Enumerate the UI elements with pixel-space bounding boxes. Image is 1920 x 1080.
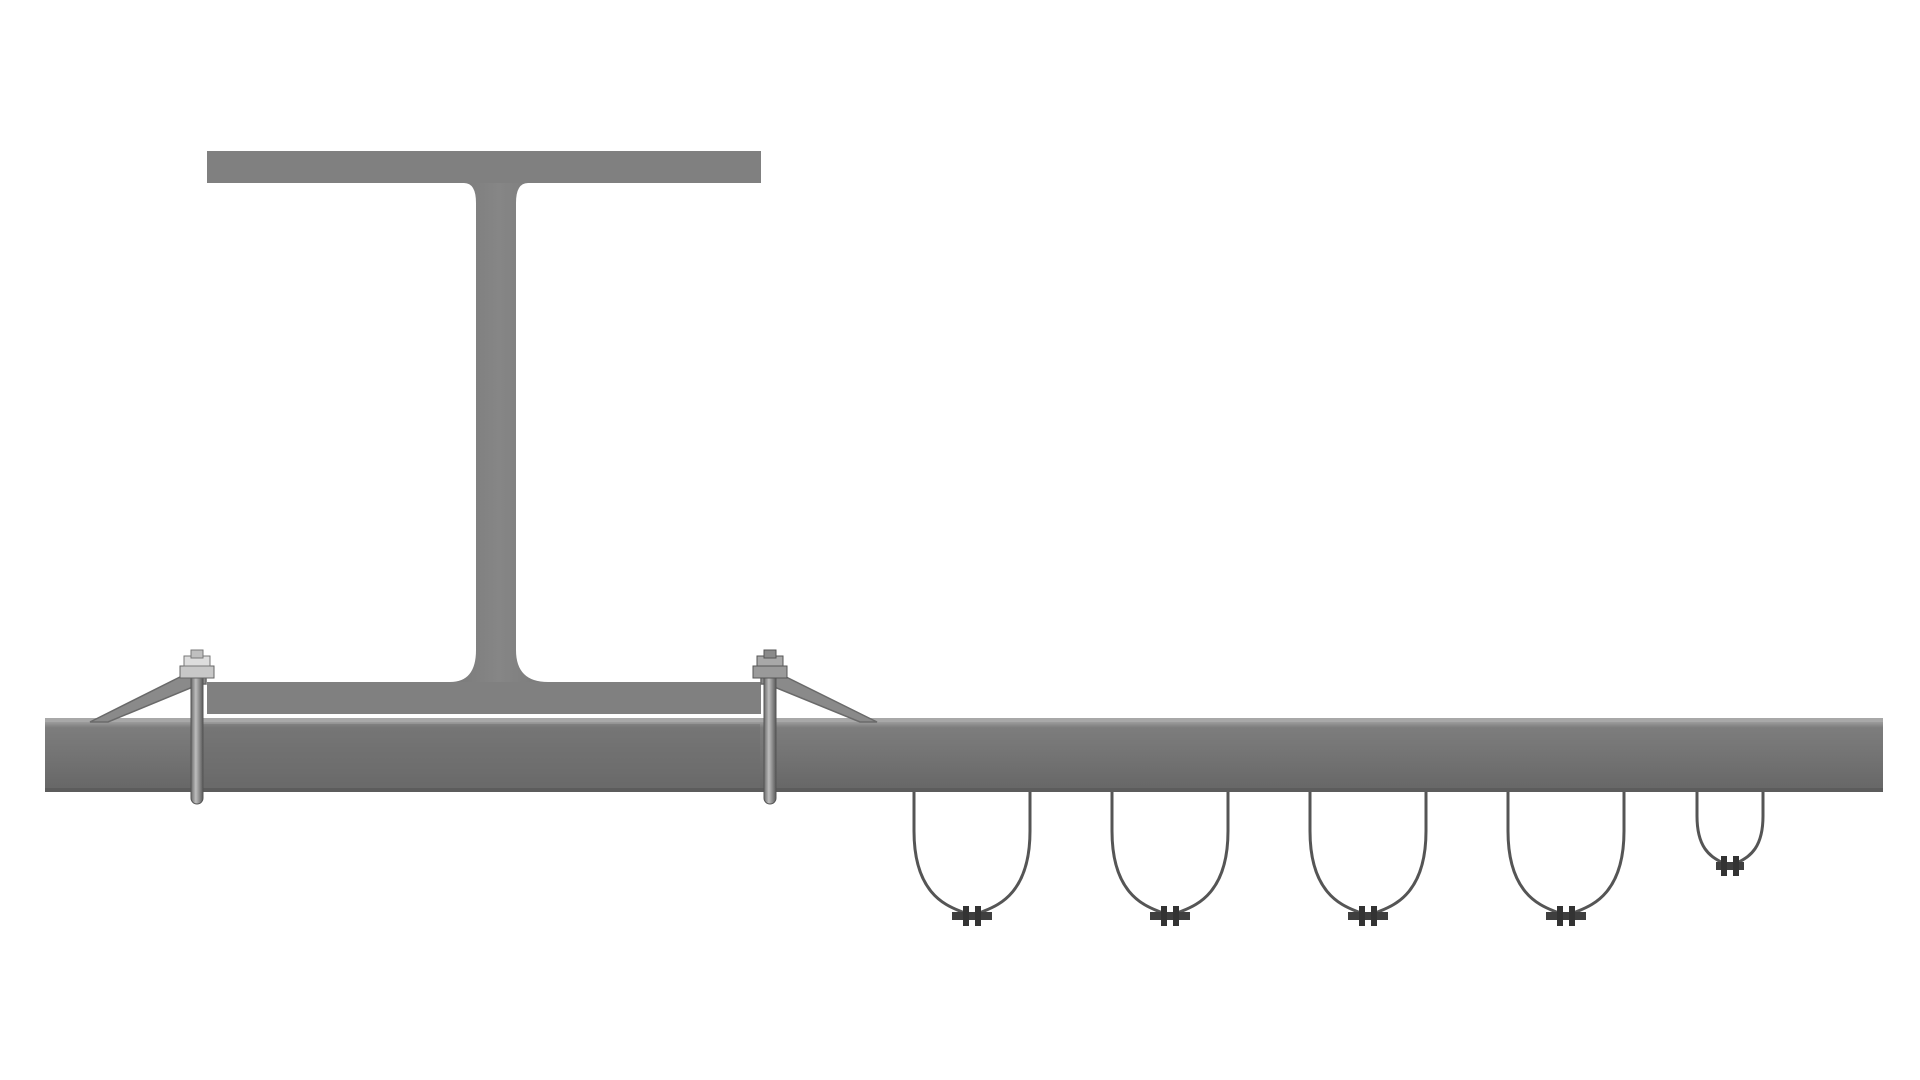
beam-clamp-icon bbox=[752, 649, 878, 805]
beam-clamp-rod bbox=[190, 663, 204, 805]
hanger-nut bbox=[1733, 856, 1739, 876]
hanger-strap bbox=[1695, 792, 1765, 866]
beam-clamp-nut bbox=[752, 665, 788, 679]
pipe-clevis-icon bbox=[1506, 792, 1626, 926]
pipe-clevis-small-icon bbox=[1695, 792, 1765, 876]
beam-clamp-bolt-tip bbox=[190, 649, 204, 659]
pipe-clevis-icon bbox=[1110, 792, 1230, 926]
hanger-nut bbox=[1721, 856, 1727, 876]
hanger-strap bbox=[1506, 792, 1626, 916]
hanger-nut bbox=[1173, 906, 1179, 926]
hanger-bolt bbox=[1150, 912, 1190, 920]
strut-channel-top-lip bbox=[45, 718, 1883, 724]
i-beam-top-flange bbox=[207, 151, 761, 183]
hanger-nut bbox=[1161, 906, 1167, 926]
hanger-bolt bbox=[952, 912, 992, 920]
strut-channel-icon bbox=[45, 718, 1883, 792]
i-beam-web bbox=[450, 183, 548, 682]
beam-clamp-bolt-tip bbox=[763, 649, 777, 659]
hanger-nut bbox=[1557, 906, 1563, 926]
hanger-strap bbox=[1308, 792, 1428, 916]
pipe-clevis-icon bbox=[912, 792, 1032, 926]
strut-channel-body bbox=[45, 722, 1883, 792]
hanger-bolt bbox=[1348, 912, 1388, 920]
beam-clamp-plate bbox=[89, 672, 207, 723]
beam-clamp-icon bbox=[89, 649, 215, 805]
hanger-nut bbox=[963, 906, 969, 926]
hanger-strap bbox=[912, 792, 1032, 916]
hanger-bolt bbox=[1716, 862, 1744, 870]
hanger-nut bbox=[1569, 906, 1575, 926]
beam-clamp-rod bbox=[763, 663, 777, 805]
hanger-strap bbox=[1110, 792, 1230, 916]
i-beam-icon bbox=[207, 151, 761, 714]
beam-clamp-plate bbox=[760, 672, 878, 723]
beam-clamp-nut bbox=[179, 665, 215, 679]
hanger-nut bbox=[1359, 906, 1365, 926]
strut-channel-inner-face bbox=[200, 724, 760, 788]
pipe-hangers bbox=[912, 792, 1765, 926]
strut-channel-bottom-edge bbox=[45, 788, 1883, 792]
hanger-bolt bbox=[1546, 912, 1586, 920]
i-beam-bottom-flange bbox=[207, 682, 761, 714]
hanger-nut bbox=[975, 906, 981, 926]
hanger-nut bbox=[1371, 906, 1377, 926]
pipe-clevis-icon bbox=[1308, 792, 1428, 926]
